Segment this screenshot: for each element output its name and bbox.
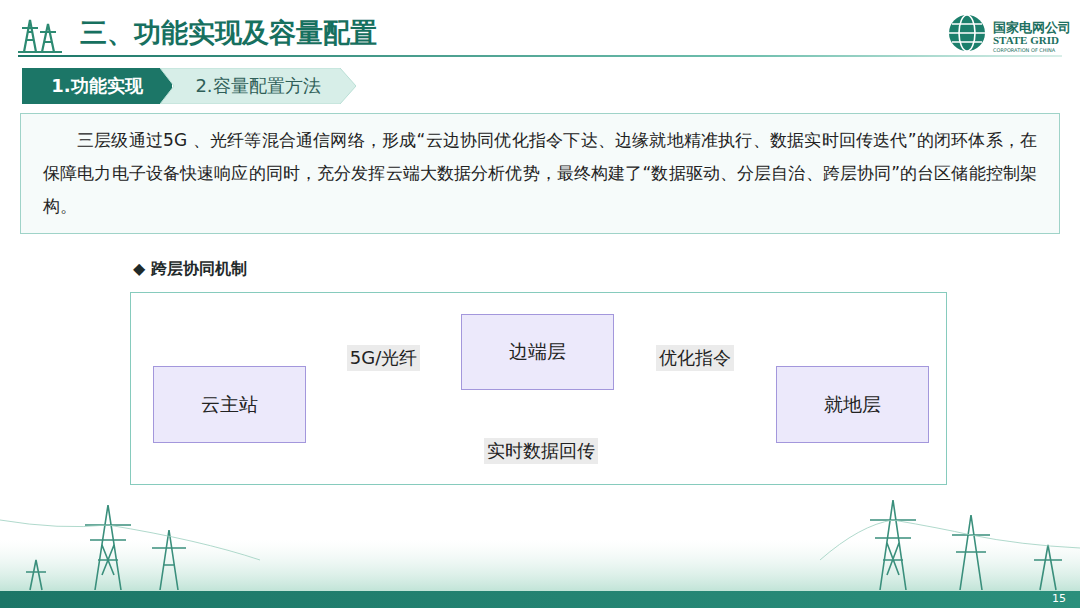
edge-label: 5G/光纤: [347, 345, 420, 371]
page-number: 15: [1052, 592, 1066, 605]
node-text: 云主站: [201, 392, 258, 418]
header-rule: [18, 55, 1062, 57]
node-text: 三层级通过5G 、光纤等混合通信网络，形成“云边协同优化指令下达、边缘就地精准执…: [43, 124, 1037, 223]
header-icon: [18, 20, 62, 52]
text-panel: 三层级通过5G 、光纤等混合通信网络，形成“云边协同优化指令下达、边缘就地精准执…: [20, 113, 1060, 234]
page-title: 三、功能实现及容量配置: [80, 15, 377, 51]
logo-globe: [949, 15, 985, 51]
process-box: 云主站: [153, 366, 306, 443]
process-box: 就地层: [776, 366, 929, 443]
footer-bar: [0, 591, 1080, 608]
node-text: 边端层: [509, 339, 566, 365]
node-text: 2.容量配置方法: [195, 74, 320, 98]
pylons: [0, 500, 1080, 590]
node-text: 就地层: [824, 392, 881, 418]
node-text: 1.功能实现: [51, 74, 142, 98]
process-box: 边端层: [461, 314, 614, 390]
section-heading: ◆ 跨层协同机制: [133, 259, 247, 280]
logo-text: CORPORATION OF CHINA: [993, 47, 1055, 53]
tab: 2.容量配置方法: [160, 68, 356, 104]
active-tab: 1.功能实现: [22, 68, 172, 104]
edge-label: 优化指令: [656, 345, 734, 371]
edge-label: 实时数据回传: [484, 438, 598, 464]
logo-text: STATE GRID: [993, 34, 1059, 46]
